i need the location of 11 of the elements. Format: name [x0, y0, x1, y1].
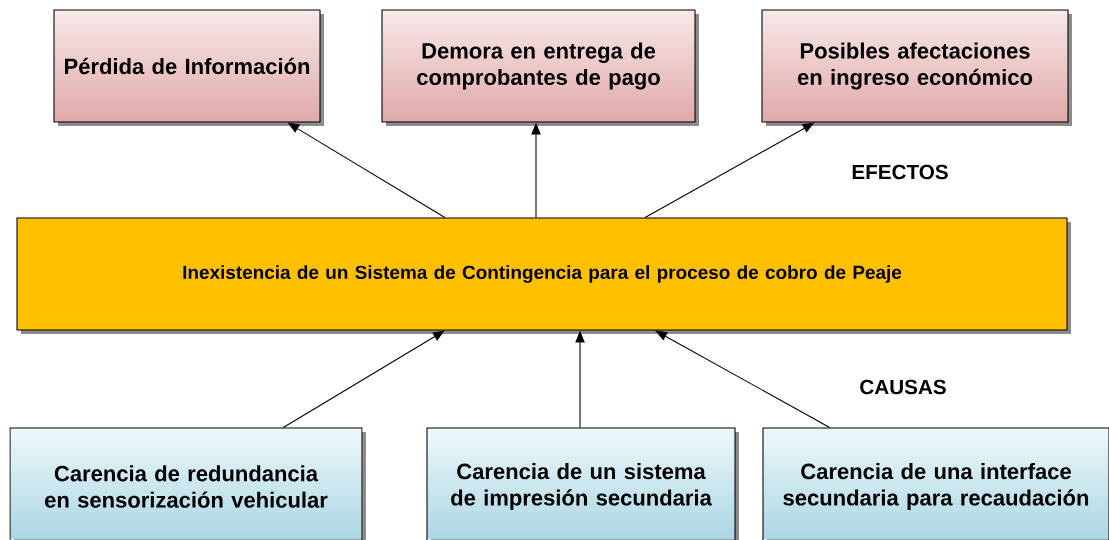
- problem-box: Inexistencia de un Sistema de Contingencia para el proceso de cobro de Peaje: [16, 217, 1068, 331]
- arrow: [282, 330, 445, 428]
- section-label: CAUSAS: [860, 379, 946, 395]
- arrow: [655, 330, 831, 428]
- cause-box: Carencia de un sistema de impresión secundaria: [426, 427, 736, 540]
- effect-box: Pérdida de Información: [53, 9, 321, 123]
- section-label: EFECTOS: [852, 164, 948, 180]
- cause-box: Carencia de redundancia en sensorización vehicular: [9, 427, 363, 540]
- effect-box: Posibles afectaciones en ingreso económico: [761, 9, 1069, 123]
- effect-box: Demora en entrega de comprobantes de pago: [381, 9, 696, 123]
- cause-box: Carencia de una interface secundaria para recaudación: [762, 427, 1109, 540]
